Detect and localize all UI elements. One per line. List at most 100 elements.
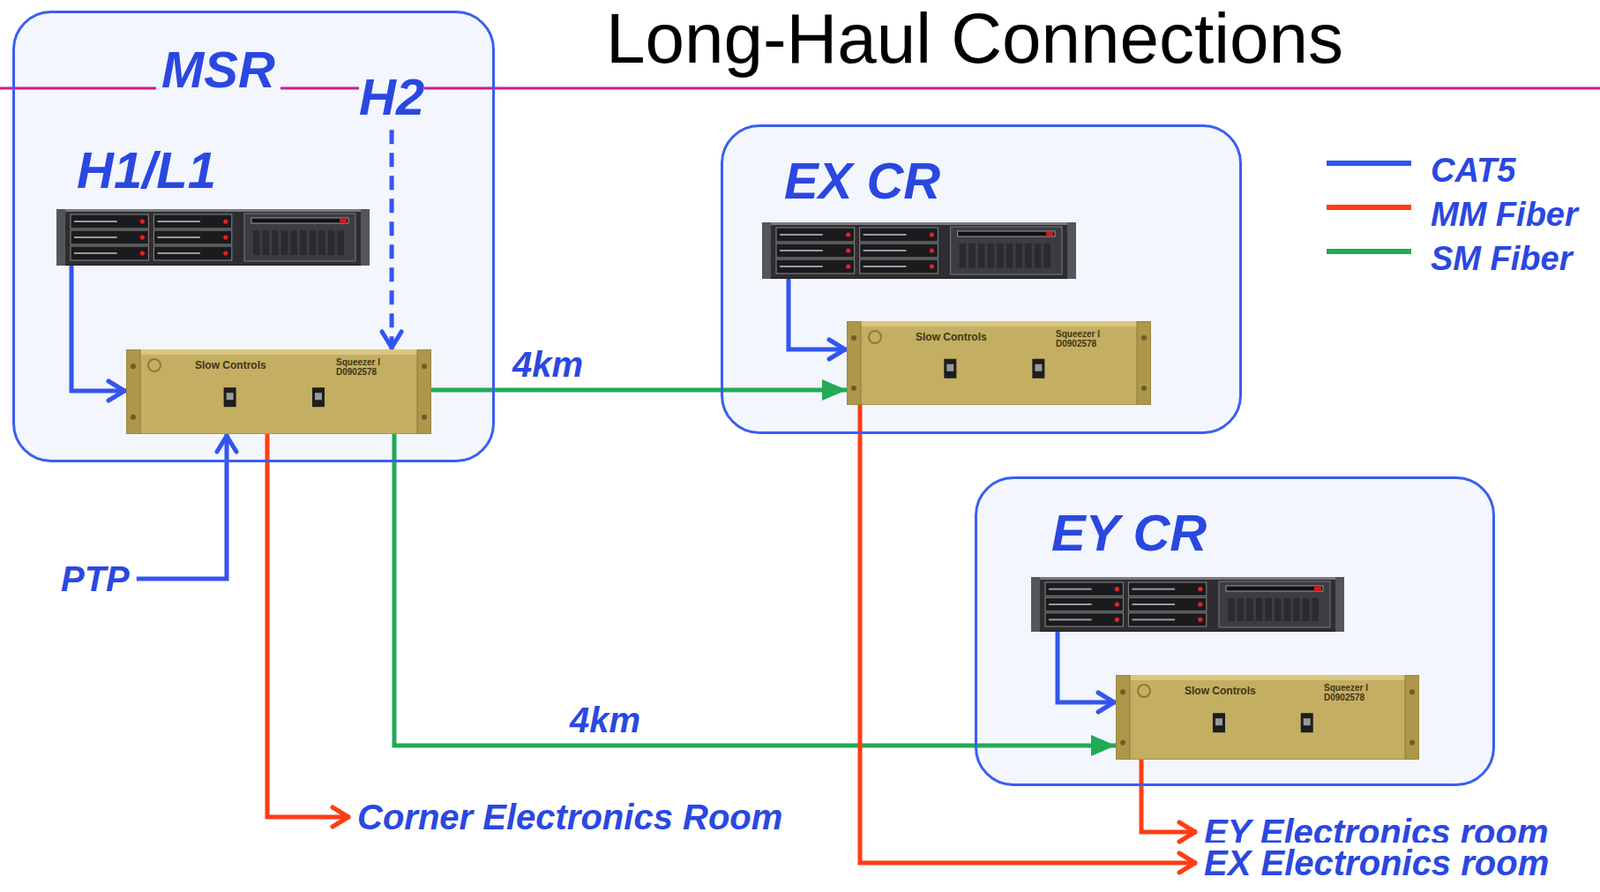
server-body	[1031, 576, 1345, 632]
chassis-illustration	[846, 321, 1152, 405]
drive-led	[929, 263, 935, 269]
vent-slot	[1034, 243, 1042, 269]
chassis-body	[126, 349, 432, 434]
server-top-edge	[56, 209, 370, 212]
vent-slot	[1256, 598, 1264, 621]
drive-handle	[863, 233, 907, 236]
rack-ear	[762, 222, 771, 279]
vent-slot	[1227, 598, 1235, 621]
mount-hole	[1120, 740, 1126, 746]
drive-led	[929, 247, 935, 253]
mount-hole	[1120, 688, 1126, 695]
drive-handle	[863, 249, 907, 252]
mount-hole	[1141, 335, 1147, 341]
rack-ear	[56, 209, 66, 266]
vent-slot	[1264, 598, 1272, 621]
location-text: EX Electronics room	[1203, 842, 1549, 883]
mm-fiber	[859, 404, 1197, 863]
region-fill	[720, 124, 1242, 434]
region-fills	[12, 10, 1496, 786]
front-panel	[950, 226, 1062, 275]
part-number: Squeezer I D0902578	[336, 357, 398, 377]
connector-port	[943, 358, 957, 379]
drive-handle	[157, 236, 201, 239]
maker-logo	[1137, 684, 1151, 697]
maker-logo	[868, 330, 882, 344]
drive-handle	[1048, 603, 1092, 606]
slow-controls-chassis: Slow ControlsSqueezer I D0902578	[126, 349, 432, 434]
drive-led	[845, 263, 851, 269]
room-heading: EX CR	[778, 151, 946, 211]
vent-slot	[253, 230, 261, 255]
drive-bay	[153, 230, 232, 245]
location-label: H2	[351, 64, 432, 131]
rack-ear	[1115, 674, 1130, 760]
drive-led	[1197, 617, 1203, 622]
location-label: Corner Electronics Room	[350, 792, 790, 841]
drive-bay	[1128, 613, 1206, 627]
maker-logo	[148, 358, 161, 372]
distance-label: 4km	[566, 699, 644, 741]
mount-hole	[421, 414, 427, 420]
vent-slot	[318, 230, 326, 255]
optical-slot	[251, 217, 349, 224]
connector-pin	[946, 364, 954, 372]
location-label: PTP	[53, 554, 137, 603]
mm-fiber	[267, 433, 351, 817]
cat5-cable	[71, 265, 127, 391]
vent-slot	[1006, 243, 1014, 269]
vent-slot	[1284, 598, 1292, 621]
drive-led	[223, 250, 228, 255]
mount-hole	[130, 414, 136, 420]
room-region: MSRH2H1/L1Slow ControlsSqueezer I D09025…	[12, 10, 495, 463]
mount-hole	[851, 335, 857, 341]
server-illustration	[1031, 576, 1345, 632]
drive-bay	[859, 227, 939, 242]
connector-pin	[1215, 717, 1223, 726]
chassis-highlight	[126, 349, 432, 355]
vent-slot	[328, 230, 336, 255]
drive-bay	[70, 214, 149, 229]
connector-port	[1212, 712, 1226, 733]
drive-handle	[1131, 588, 1175, 591]
drive-bay	[1128, 582, 1206, 596]
location-text: H2	[358, 67, 425, 128]
server-top-edge	[762, 222, 1077, 225]
legend-text: CAT5	[1430, 151, 1516, 191]
location-text: PTP	[60, 558, 130, 599]
rack-ear	[417, 349, 432, 434]
vent-slot	[1293, 598, 1301, 621]
drive-led	[845, 231, 851, 237]
drive-bay	[1045, 582, 1123, 596]
mount-hole	[421, 363, 427, 369]
mount-hole	[1409, 688, 1415, 695]
vent-slot	[271, 230, 279, 255]
vent-slot	[1311, 598, 1319, 621]
sm-fiber	[394, 433, 1116, 746]
chassis-body	[1115, 674, 1420, 760]
vent-slot	[987, 243, 995, 269]
rack-ear	[126, 349, 141, 434]
drive-handle	[1131, 603, 1175, 606]
mm-fiber	[1141, 759, 1197, 832]
drive-handle	[74, 236, 118, 239]
connector-port	[224, 387, 237, 407]
cat5-cable	[136, 433, 227, 579]
drive-handle	[1131, 618, 1175, 621]
drive-handle	[863, 265, 907, 268]
server-illustration	[56, 209, 370, 266]
drive-led	[140, 250, 145, 255]
location-label: EX Electronics room	[1196, 838, 1556, 887]
mount-hole	[1141, 385, 1147, 391]
drive-bay	[776, 243, 855, 258]
optical-slot	[1226, 585, 1324, 591]
chassis-body	[846, 321, 1152, 405]
chassis-illustration	[126, 349, 432, 434]
server-illustration	[762, 222, 1077, 279]
front-panel	[1218, 581, 1331, 628]
connector-pin	[1034, 364, 1042, 372]
drive-bay	[1045, 597, 1123, 611]
legend-swatch	[1326, 160, 1412, 166]
vent-slot	[959, 243, 967, 269]
